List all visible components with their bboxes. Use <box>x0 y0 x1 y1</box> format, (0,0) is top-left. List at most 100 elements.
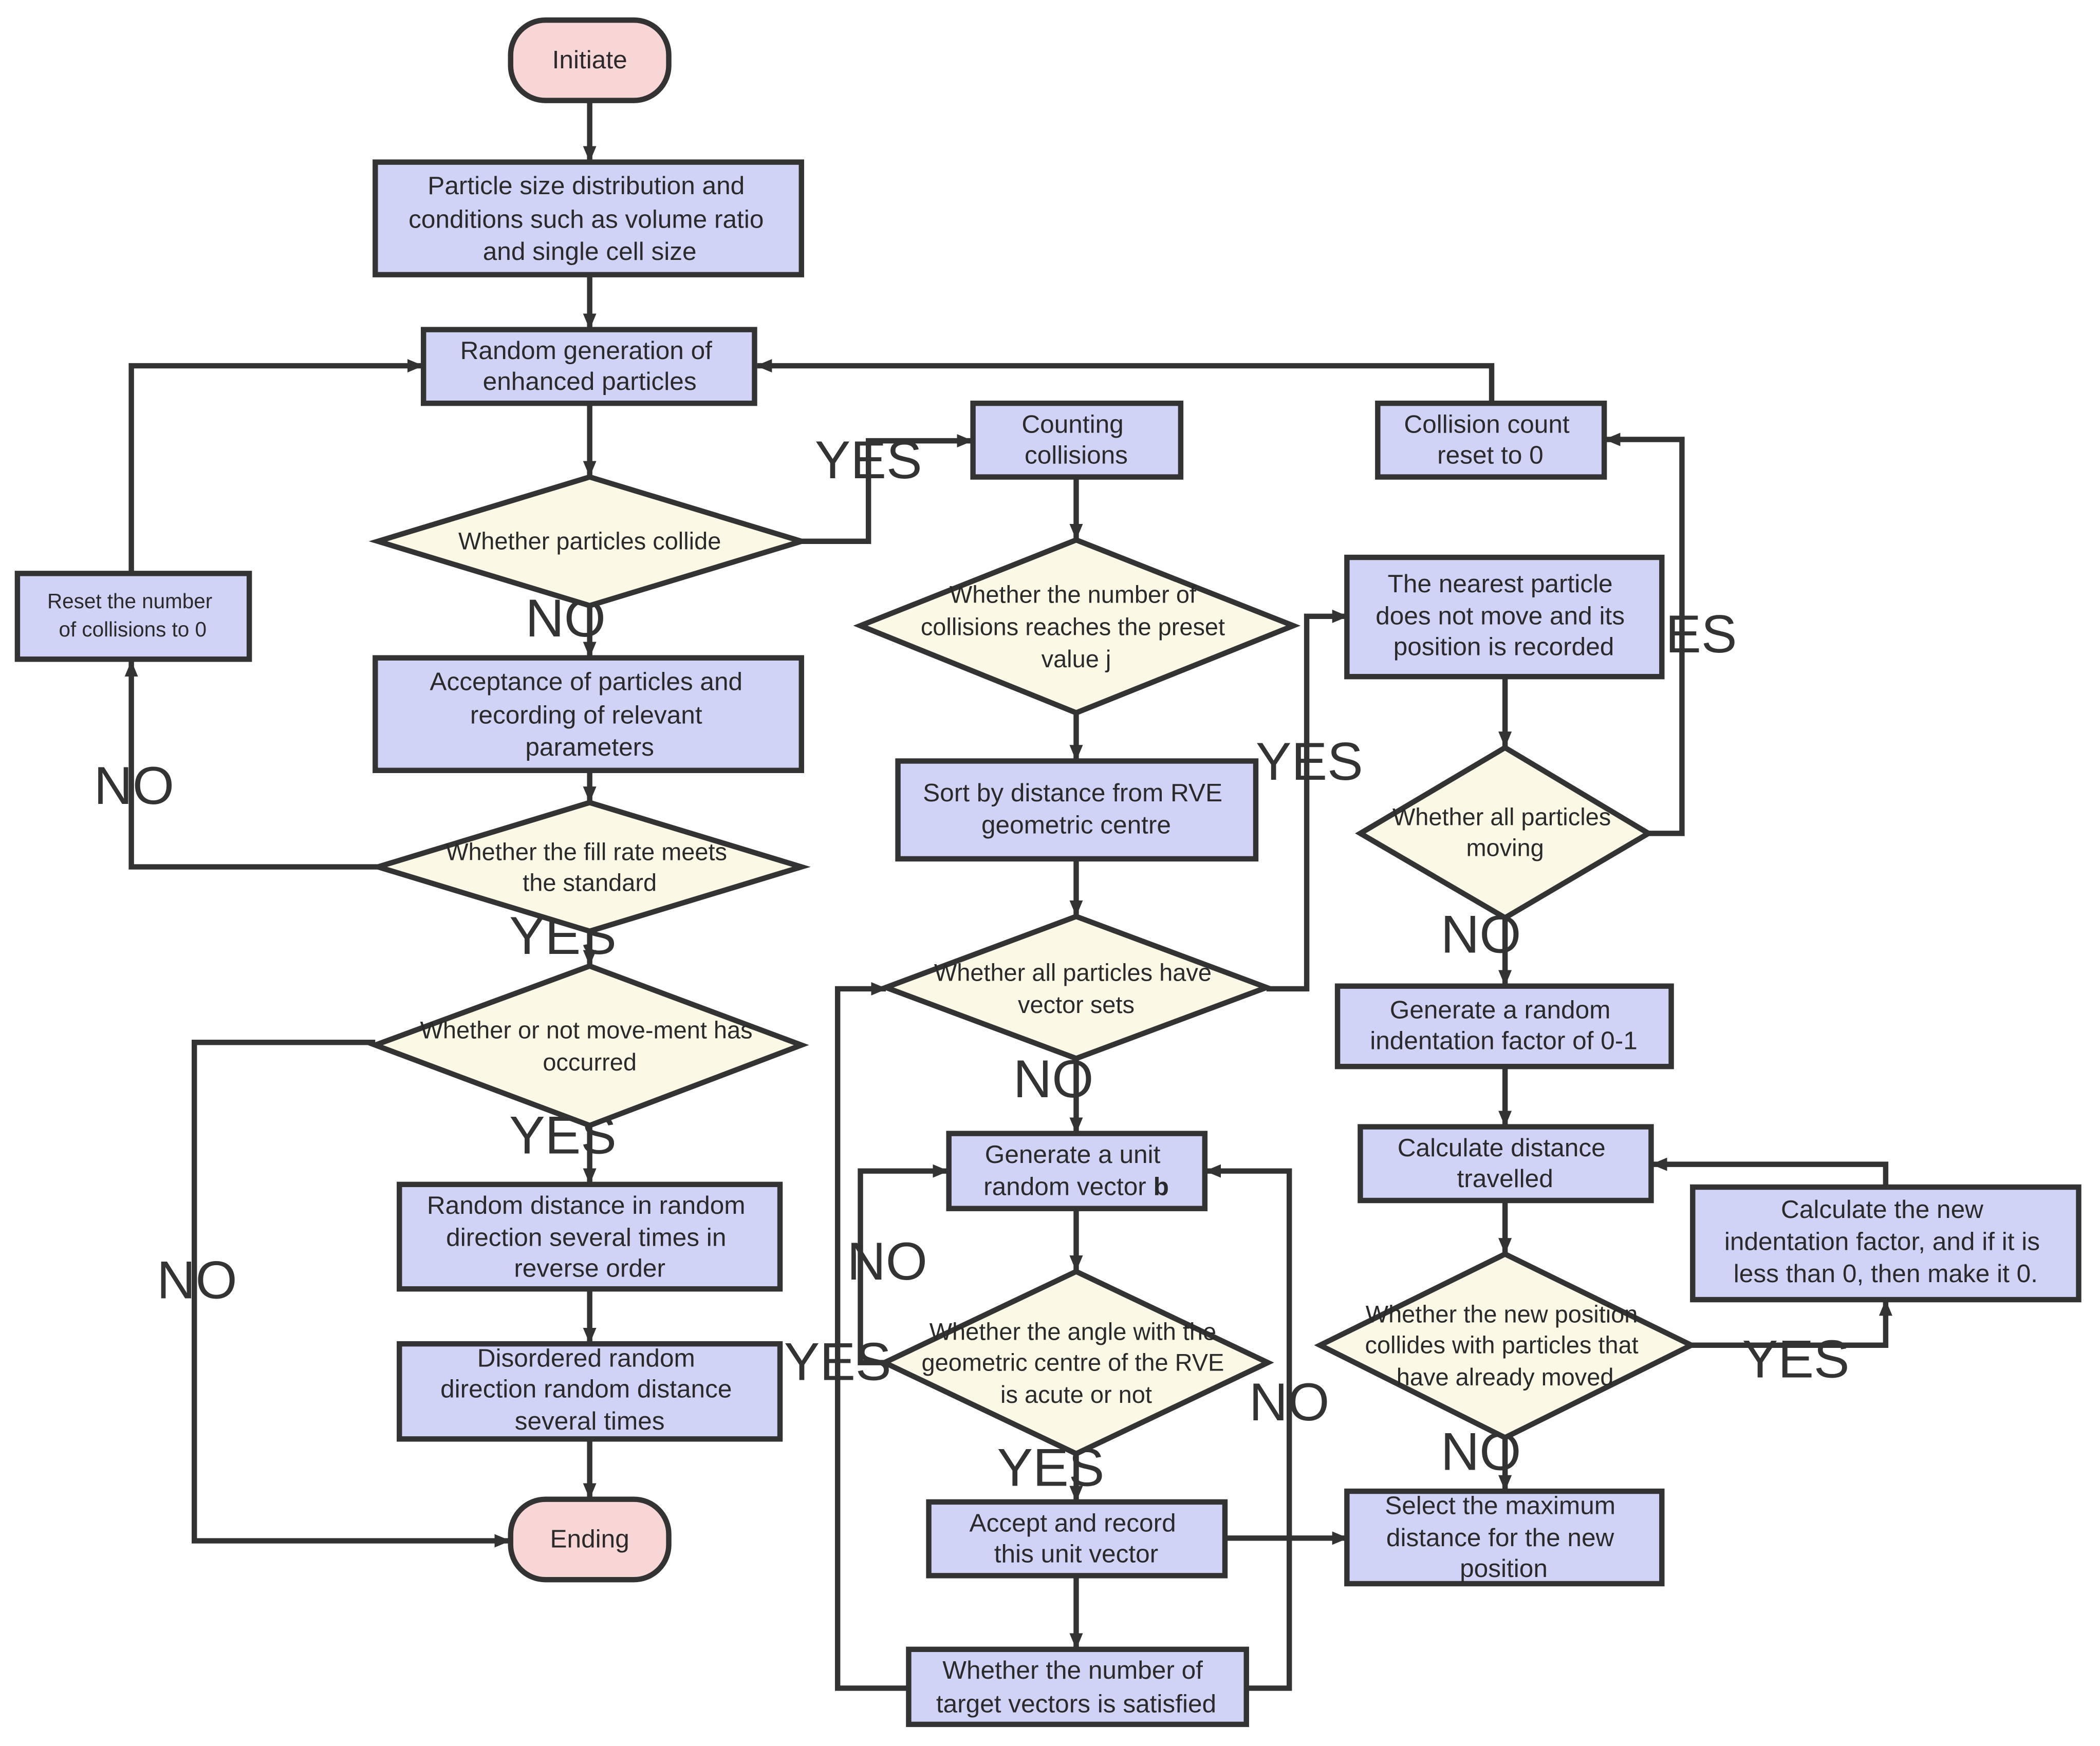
calc-distance-line-1: Calculate distance <box>1398 1133 1606 1162</box>
random-generation-box: Random generation of enhanced particles <box>421 327 757 406</box>
new-indentation-box: Calculate the new indentation factor, an… <box>1690 1184 2082 1303</box>
fill-rate-line-1: Whether the fill rate meets <box>445 839 727 866</box>
edge-collide-yes <box>801 434 973 544</box>
collision-count-reset-line-1: Collision count <box>1404 409 1569 438</box>
reset-collisions-text: Reset the number of collisions to 0 <box>47 589 218 641</box>
sort-distance-text: Sort by distance from RVE geometric cent… <box>923 778 1230 839</box>
generate-unit-vector-text: Generate a unit random vector b <box>983 1140 1169 1201</box>
label-fill-no: NO <box>94 756 175 816</box>
new-position-text: Whether the new position collides with p… <box>1365 1301 1645 1391</box>
random-reverse-box: Random distance in random direction seve… <box>397 1181 783 1292</box>
fill-rate-line-2: the standard <box>523 870 657 896</box>
all-moving-text: Whether all particles moving <box>1392 804 1618 861</box>
input-conditions-line-3: and single cell size <box>483 237 697 266</box>
random-reverse-text: Random distance in random direction seve… <box>427 1191 752 1283</box>
new-indentation-line-3: less than 0, then make it 0. <box>1734 1259 2038 1288</box>
disordered-random-line-2: direction random distance <box>440 1374 732 1403</box>
all-moving-line-2: moving <box>1466 835 1544 861</box>
nearest-particle-line-2: does not move and its <box>1376 601 1625 630</box>
collide-decision: Whether particles collide <box>368 474 811 609</box>
nodes: Initiate Particle size distribution and … <box>14 17 2082 1728</box>
collide-decision-text: Whether particles collide <box>458 528 721 554</box>
collision-count-reset-box: Collision count reset to 0 <box>1375 400 1607 480</box>
label-angle-yes-left: YES <box>784 1332 891 1392</box>
accept-particles-line-2: recording of relevant <box>470 700 702 729</box>
new-indentation-line-1: Calculate the new <box>1781 1195 1983 1224</box>
collide-decision-line-1: Whether particles collide <box>458 528 721 554</box>
label-angle-no: NO <box>847 1232 927 1291</box>
label-vectorsets-yes: YES <box>1256 732 1363 792</box>
select-max-box: Select the maximum distance for the new … <box>1344 1488 1665 1587</box>
collision-preset-line-2: collisions reaches the preset <box>921 613 1225 640</box>
accept-vector-line-2: this unit vector <box>994 1539 1158 1568</box>
calc-distance-line-2: travelled <box>1457 1164 1553 1193</box>
counting-collisions-line-1: Counting <box>1021 409 1123 438</box>
disordered-random-line-3: several times <box>515 1406 665 1435</box>
nearest-particle-box: The nearest particle does not move and i… <box>1344 554 1665 680</box>
collision-preset-line-3: value j <box>1042 646 1111 672</box>
angle-line-2: geometric centre of the RVE <box>922 1349 1224 1376</box>
sort-distance-box: Sort by distance from RVE geometric cent… <box>895 758 1259 862</box>
vector-sets-text: Whether all particles have vector sets <box>934 959 1218 1018</box>
input-conditions-text: Particle size distribution and condition… <box>408 171 771 266</box>
collision-count-reset-line-2: reset to 0 <box>1437 440 1544 469</box>
edge-newindentation-to-calc <box>1651 1157 1889 1186</box>
indentation-factor-box: Generate a random indentation factor of … <box>1334 983 1674 1069</box>
edge-target-yes <box>834 982 909 1691</box>
generate-unit-vector-line-2: random vector b <box>983 1172 1169 1201</box>
calc-distance-box: Calculate distance travelled <box>1358 1124 1654 1204</box>
edge-newposition-yes <box>1691 1300 1892 1348</box>
random-reverse-line-3: reverse order <box>514 1254 665 1283</box>
initiate-label: Initiate <box>552 45 627 74</box>
select-max-line-1: Select the maximum <box>1385 1491 1615 1519</box>
new-position-decision: Whether the new position collides with p… <box>1314 1251 1698 1441</box>
edge-angle-no <box>858 1164 949 1365</box>
counting-collisions-text: Counting collisions <box>1021 409 1130 469</box>
label-newposition-yes: YES <box>1742 1329 1850 1389</box>
disordered-random-box: Disordered random direction random dista… <box>397 1341 783 1442</box>
random-generation-line-1: Random generation of <box>460 336 713 365</box>
collision-preset-decision: Whether the number of collisions reaches… <box>853 537 1301 716</box>
ending-label: Ending <box>550 1525 629 1553</box>
random-generation-text: Random generation of enhanced particles <box>460 336 719 396</box>
accept-vector-box: Accept and record this unit vector <box>926 1499 1228 1579</box>
sort-distance-line-2: geometric centre <box>981 810 1171 839</box>
target-vectors-text: Whether the number of target vectors is … <box>936 1656 1216 1718</box>
new-position-line-2: collides with particles that <box>1365 1331 1638 1358</box>
accept-vector-text: Accept and record this unit vector <box>970 1508 1183 1568</box>
edge-movement-no <box>191 1040 511 1548</box>
movement-line-2: occurred <box>543 1049 637 1076</box>
accept-vector-line-1: Accept and record <box>970 1508 1176 1537</box>
label-movement-no: NO <box>157 1250 237 1310</box>
random-reverse-line-1: Random distance in random <box>427 1191 746 1219</box>
accept-particles-text: Acceptance of particles and recording of… <box>430 667 749 761</box>
collision-preset-text: Whether the number of collisions reaches… <box>921 581 1232 672</box>
edge-reset-to-generation <box>128 359 424 574</box>
ending-node: Ending <box>508 1496 672 1583</box>
input-conditions-line-2: conditions such as volume ratio <box>408 204 764 233</box>
collision-preset-line-1: Whether the number of <box>950 581 1197 608</box>
nearest-particle-text: The nearest particle does not move and i… <box>1376 569 1632 661</box>
vector-sets-decision: Whether all particles have vector sets <box>878 913 1274 1062</box>
movement-line-1: Whether or not move-ment has <box>420 1017 753 1043</box>
movement-decision: Whether or not move-ment has occurred <box>367 963 809 1129</box>
target-vectors-line-2: target vectors is satisfied <box>936 1689 1216 1718</box>
random-generation-line-2: enhanced particles <box>483 367 697 396</box>
edge-reset-count-to-generation <box>756 359 1495 402</box>
new-indentation-text: Calculate the new indentation factor, an… <box>1724 1195 2047 1288</box>
random-reverse-line-2: direction several times in <box>446 1223 726 1252</box>
input-conditions-box: Particle size distribution and condition… <box>373 159 804 277</box>
new-position-line-1: Whether the new position <box>1366 1301 1638 1327</box>
reset-collisions-line-1: Reset the number <box>47 589 212 613</box>
angle-decision-text: Whether the angle with the geometric cen… <box>922 1318 1231 1408</box>
indentation-factor-text: Generate a random indentation factor of … <box>1370 995 1638 1055</box>
generate-unit-vector-line-2-text: random vector <box>983 1172 1146 1201</box>
counting-collisions-box: Counting collisions <box>970 400 1184 480</box>
vector-b-symbol: b <box>1154 1172 1169 1201</box>
fill-rate-decision-text: Whether the fill rate meets the standard <box>445 839 734 896</box>
calc-distance-text: Calculate distance travelled <box>1398 1133 1613 1193</box>
vector-sets-line-2: vector sets <box>1018 991 1135 1018</box>
edge-allmoving-yes <box>1604 433 1685 836</box>
